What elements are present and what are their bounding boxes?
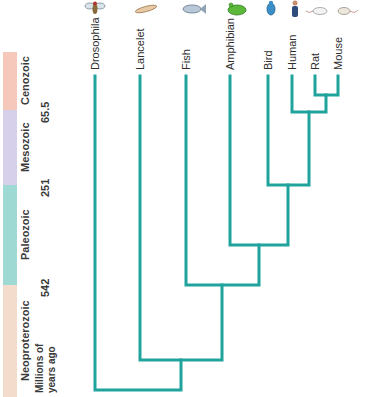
mouse-icon <box>338 8 358 15</box>
lancelet-icon <box>135 4 158 15</box>
era-name: Mesozoic <box>19 123 32 173</box>
bird-icon <box>267 1 275 15</box>
taxon-name: Mouse <box>332 37 345 70</box>
era-band: Paleozoic <box>3 185 35 285</box>
era-color-bar <box>3 185 17 285</box>
taxon-name: Human <box>286 35 299 70</box>
era-band: Cenozoic <box>3 52 35 110</box>
time-value: 65.5 <box>39 101 52 122</box>
era-band: Mesozoic <box>3 110 35 185</box>
era-name: Neoproterozoic <box>19 301 32 382</box>
taxon-name: Bird <box>262 50 275 70</box>
frog-icon <box>228 3 246 15</box>
tree-branch <box>268 76 309 185</box>
taxon-name: Drosophila <box>89 17 102 70</box>
tree-branch <box>315 76 338 95</box>
taxon-name: Amphibian <box>224 18 237 70</box>
era-color-bar <box>3 285 17 397</box>
era-name: Cenozoic <box>19 57 32 106</box>
taxon-name: Fish <box>180 49 193 70</box>
axis-title: Millions of years ago <box>34 331 57 393</box>
tree-branch <box>140 76 222 360</box>
tree-branch <box>95 76 181 390</box>
fly-icon <box>85 2 105 15</box>
rat-icon <box>306 8 327 15</box>
taxon-name: Rat <box>309 53 322 70</box>
fish-icon <box>183 4 206 14</box>
tree-branch <box>186 76 259 285</box>
time-value: 542 <box>39 279 52 297</box>
time-value: 251 <box>39 179 52 197</box>
taxon-name: Lancelet <box>134 28 147 70</box>
tree-branch <box>230 76 288 245</box>
era-name: Paleozoic <box>19 210 32 261</box>
era-color-bar <box>3 52 17 110</box>
era-color-bar <box>3 110 17 185</box>
phylogenetic-tree <box>95 76 338 390</box>
era-band: Neoproterozoic <box>3 285 35 397</box>
human-icon <box>292 1 298 18</box>
